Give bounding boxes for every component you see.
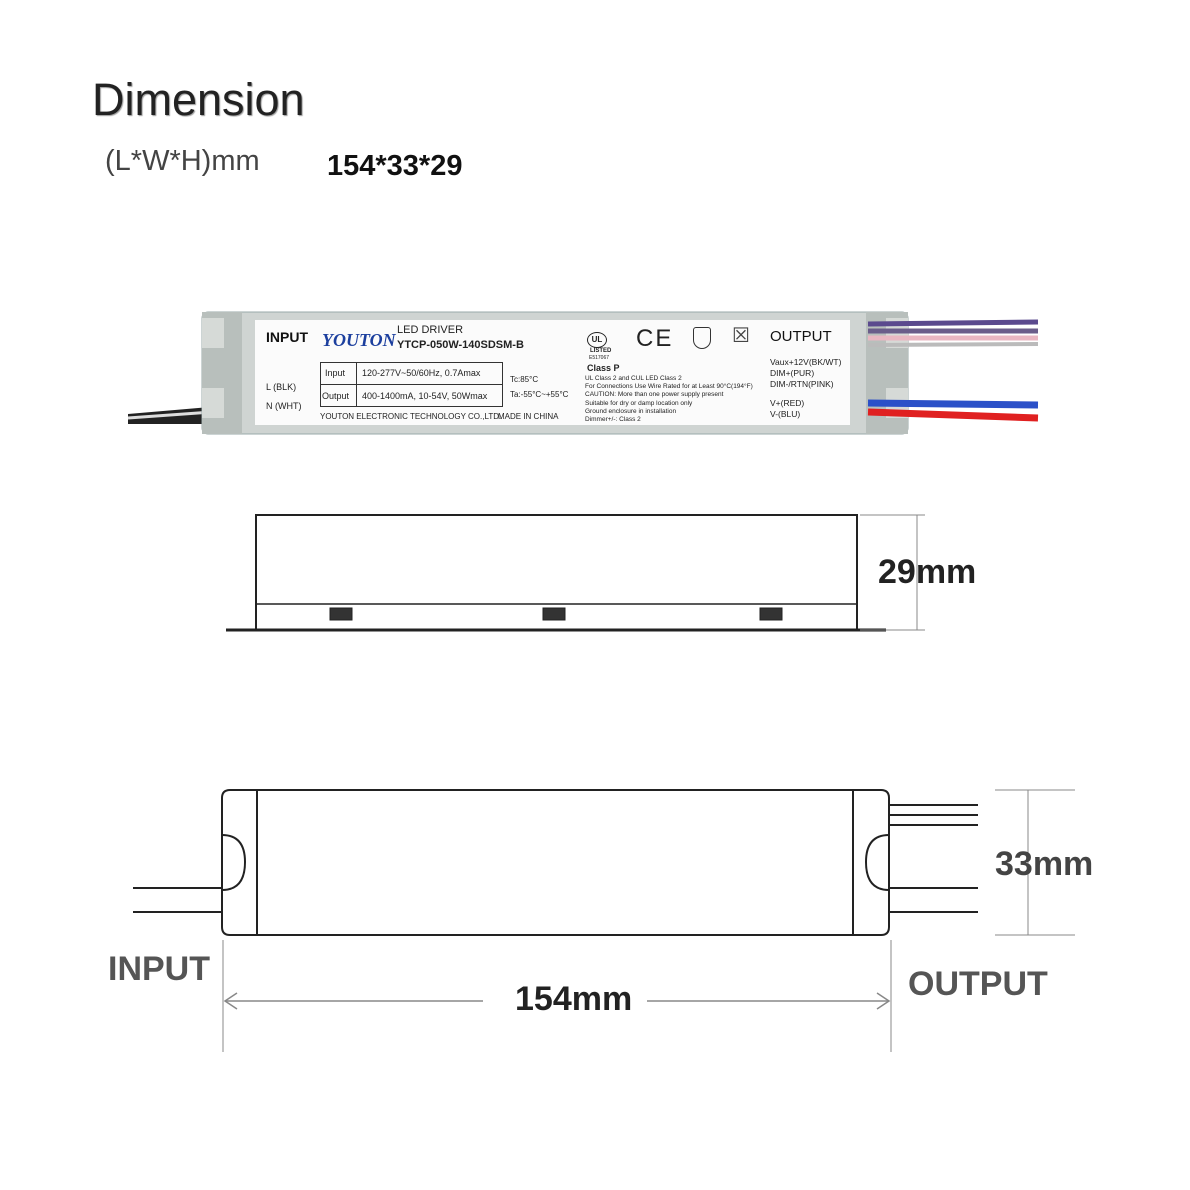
output-wire: V+(RED) xyxy=(770,398,805,408)
spec-value: 120-277V~50/60Hz, 0.7Amax xyxy=(362,368,481,378)
output-wire-list: Vaux+12V(BK/WT) DIM+(PUR) DIM-/RTN(PINK)… xyxy=(770,357,841,420)
mount-tab xyxy=(329,607,353,621)
wire-blue xyxy=(867,399,1039,409)
label-output-heading: OUTPUT xyxy=(770,328,832,345)
spec-name: Input xyxy=(325,368,346,378)
ce-mark-icon: CE xyxy=(636,325,674,352)
top-view xyxy=(133,789,1075,1052)
width-dimension: 33mm xyxy=(995,845,1094,883)
height-dimension: 29mm xyxy=(878,553,977,591)
safety-shield-icon xyxy=(693,327,711,349)
tc-rating: Tc:85°C xyxy=(510,375,539,384)
product-type: LED DRIVER xyxy=(397,324,464,336)
origin: MADE IN CHINA xyxy=(498,412,559,421)
output-wire: Vaux+12V(BK/WT) xyxy=(770,357,842,367)
wire-red xyxy=(867,408,1039,422)
length-dimension: 154mm xyxy=(515,980,633,1018)
output-wire: V-(BLU) xyxy=(770,409,801,419)
mount-tab xyxy=(759,607,783,621)
input-wire-n: N (WHT) xyxy=(266,401,302,411)
spec-value: 400-1400mA, 10-54V, 50Wmax xyxy=(362,391,488,401)
output-wire: DIM+(PUR) xyxy=(770,368,815,378)
wire-gray xyxy=(867,342,1039,347)
product-label: INPUT YOUTON LED DRIVER YTCP-050W-140SDS… xyxy=(255,320,850,425)
note: CAUTION: More than one power supply pres… xyxy=(585,391,724,399)
page-title: Dimension xyxy=(92,74,305,125)
note: Dimmer+/-: Class 2 xyxy=(585,416,641,424)
size-label: (L*W*H)mm xyxy=(105,145,260,177)
note: For Connections Use Wire Rated for at Le… xyxy=(585,383,753,391)
model-number: YTCP-050W-140SDSM-B xyxy=(397,339,524,351)
weee-bin-icon: ☒ xyxy=(732,325,750,347)
note: Ground enclosure in installation xyxy=(585,407,677,415)
spec-table: Input 120-277V~50/60Hz, 0.7Amax Output 4… xyxy=(320,362,503,407)
mount-tab xyxy=(542,607,566,621)
note: Suitable for dry or damp location only xyxy=(585,399,693,407)
class-p: Class P xyxy=(587,363,620,373)
size-value: 154*33*29 xyxy=(327,150,463,182)
label-notes: UL Class 2 and CUL LED Class 2 For Conne… xyxy=(585,375,753,424)
input-side-label: INPUT xyxy=(108,950,210,988)
ul-logo-icon: UL xyxy=(587,332,607,348)
output-side-label: OUTPUT xyxy=(908,965,1048,1003)
ul-number: E517067 xyxy=(589,355,610,361)
side-view xyxy=(226,514,925,632)
input-wire-l: L (BLK) xyxy=(266,382,297,392)
ul-listed: LISTED xyxy=(590,348,612,354)
note: UL Class 2 and CUL LED Class 2 xyxy=(585,375,682,382)
label-input-heading: INPUT xyxy=(266,329,308,345)
brand-logo: YOUTON xyxy=(322,330,396,350)
output-wire: DIM-/RTN(PINK) xyxy=(770,379,834,389)
company-name: YOUTON ELECTRONIC TECHNOLOGY CO.,LTD. xyxy=(320,412,502,421)
wire-purple xyxy=(867,319,1039,327)
spec-name: Output xyxy=(322,391,350,401)
ta-rating: Ta:-55°C~+55°C xyxy=(510,390,569,399)
